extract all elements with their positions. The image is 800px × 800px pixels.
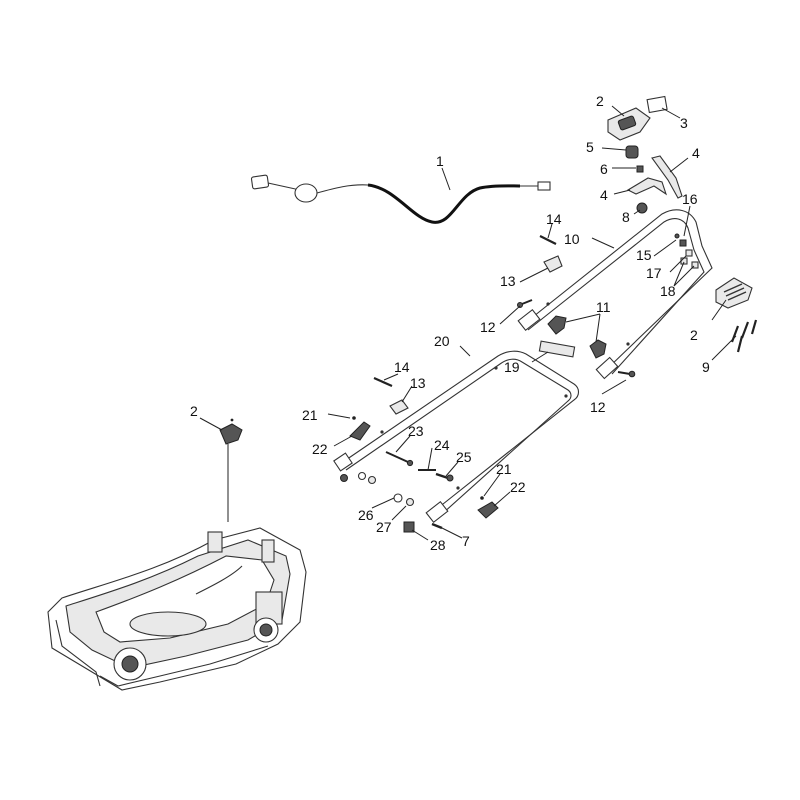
callout-24: 24 (434, 437, 450, 453)
bolt-23 (385, 451, 414, 467)
deck-bracket (219, 418, 243, 522)
lower-handle (333, 350, 580, 524)
leader-lines (199, 105, 737, 541)
callout-2b: 2 (190, 403, 198, 419)
switch-knob (625, 145, 639, 159)
callout-5: 5 (586, 139, 594, 155)
callout-26: 26 (358, 507, 374, 523)
callout-20: 20 (434, 333, 450, 349)
handle-screw-lower (617, 370, 636, 378)
callout-14b: 14 (394, 359, 410, 375)
callout-18: 18 (660, 283, 676, 299)
callout-17: 17 (646, 265, 662, 281)
washer-left (340, 471, 377, 485)
handle-knob-lower (589, 339, 607, 359)
washer-26 (393, 493, 403, 503)
callout-28: 28 (430, 537, 446, 553)
nut-28 (403, 521, 415, 533)
callout-4b: 4 (600, 187, 608, 203)
callout-8: 8 (622, 209, 630, 225)
washer-27 (405, 497, 415, 507)
pin-left (352, 416, 356, 420)
callout-13b: 13 (410, 375, 426, 391)
callout-21b: 21 (496, 461, 512, 477)
callout-12b: 12 (590, 399, 606, 415)
switch-lever (626, 155, 683, 199)
handle-screw-upper (517, 299, 533, 308)
callout-19: 19 (504, 359, 520, 375)
callout-labels: 1 2 3 4 5 6 4 8 10 16 15 17 18 14 13 12 … (190, 93, 710, 553)
bolt-25 (435, 472, 454, 482)
cable-clip-upper (543, 255, 563, 273)
callout-2: 2 (596, 93, 604, 109)
callout-12: 12 (480, 319, 496, 335)
callout-6: 6 (600, 161, 608, 177)
cable-hook (715, 277, 753, 309)
power-cable (250, 174, 551, 224)
cam-lever-left (349, 421, 371, 441)
callout-23: 23 (408, 423, 424, 439)
callout-9: 9 (702, 359, 710, 375)
callout-25: 25 (456, 449, 472, 465)
handle-knob-upper (547, 315, 567, 335)
callout-11: 11 (596, 299, 611, 315)
cam-lever-right (477, 501, 499, 519)
callout-22: 22 (312, 441, 328, 457)
callout-7: 7 (462, 533, 470, 549)
callout-13: 13 (500, 273, 516, 289)
bolt-upper (539, 235, 557, 245)
pin-right (480, 496, 484, 500)
warning-label (646, 95, 668, 114)
callout-15: 15 (636, 247, 652, 263)
callout-14: 14 (546, 211, 562, 227)
callout-21: 21 (302, 407, 318, 423)
callout-22b: 22 (510, 479, 526, 495)
upper-handle (517, 209, 713, 380)
switch-screw (636, 165, 644, 173)
bolt-lower (373, 376, 393, 388)
mower-deck (47, 527, 307, 691)
callout-4: 4 (692, 145, 700, 161)
bolt-7 (431, 522, 443, 530)
callout-1: 1 (436, 153, 444, 169)
cable-clip-lower (389, 399, 409, 415)
callout-10: 10 (564, 231, 580, 247)
cable-tie (538, 340, 576, 358)
callout-16: 16 (682, 191, 698, 207)
callout-27: 27 (376, 519, 392, 535)
callout-2c: 2 (690, 327, 698, 343)
switch-box-cover (607, 107, 651, 141)
callout-3: 3 (680, 115, 688, 131)
